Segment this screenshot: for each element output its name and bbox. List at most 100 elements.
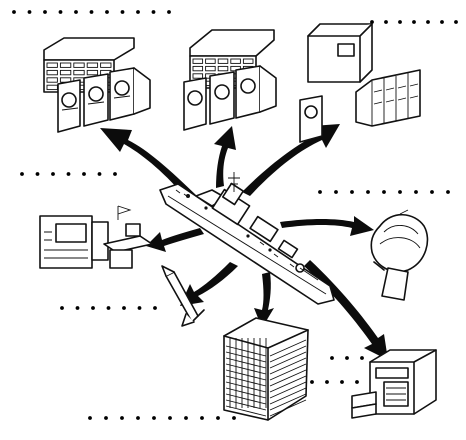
- arrow-to-card-rack: [254, 272, 274, 328]
- dot: [360, 356, 364, 360]
- arrow-to-left-consoles: [100, 128, 196, 200]
- electronics-cabinet-icon: [351, 349, 437, 419]
- dot: [318, 190, 322, 194]
- arrow-to-control-desk: [146, 228, 204, 252]
- dot: [310, 380, 314, 384]
- panel-cell: [59, 62, 72, 68]
- dot: [89, 10, 94, 14]
- dot: [345, 356, 349, 360]
- missile-icon: [161, 265, 205, 327]
- dotted-line-lower-left: [60, 306, 157, 310]
- dot: [120, 10, 125, 14]
- dot: [440, 20, 444, 24]
- dot: [216, 416, 220, 420]
- arrow-to-radar: [280, 216, 374, 236]
- dot: [334, 190, 338, 194]
- dot: [136, 10, 140, 14]
- dot: [88, 416, 92, 420]
- dot: [382, 190, 386, 194]
- dot: [414, 190, 418, 194]
- dot: [105, 10, 109, 14]
- dot: [446, 190, 450, 194]
- dotted-line-lower-right: [310, 356, 364, 384]
- dot: [12, 10, 16, 14]
- dot: [340, 380, 344, 384]
- dot: [426, 20, 430, 24]
- panel-cell: [86, 69, 99, 76]
- panel-cell: [217, 58, 229, 64]
- panel-cell: [100, 62, 112, 68]
- panel-cell: [59, 69, 72, 76]
- dot: [398, 20, 402, 24]
- rack-slot: [225, 369, 307, 387]
- dot: [454, 20, 458, 24]
- panel-cell: [73, 62, 85, 68]
- dot: [51, 172, 55, 176]
- panel-cell: [242, 58, 254, 64]
- dotted-lines: [12, 10, 458, 420]
- card-rack-icon: [223, 317, 309, 421]
- panel-cell: [205, 65, 216, 72]
- panel-cell: [192, 65, 204, 72]
- dotted-line-top-left: [12, 10, 171, 14]
- dot: [167, 10, 171, 14]
- dot: [120, 416, 124, 420]
- arrow-to-cabinet: [304, 260, 388, 360]
- dot: [66, 172, 71, 176]
- dot: [330, 356, 334, 360]
- rack-slot: [225, 357, 307, 375]
- dot: [75, 306, 80, 310]
- dotted-line-mid-right: [318, 190, 450, 194]
- dot: [232, 416, 236, 420]
- dotted-line-bottom: [88, 416, 236, 420]
- dot: [153, 306, 157, 310]
- panel-cell: [73, 69, 85, 76]
- panel-cell: [46, 69, 58, 76]
- dot: [104, 416, 108, 420]
- panel-cell: [46, 62, 58, 68]
- panel-cell: [230, 58, 241, 64]
- panel-cell: [217, 65, 229, 72]
- rack-slot: [225, 381, 307, 399]
- dot: [20, 172, 24, 176]
- dot: [27, 10, 32, 14]
- arrow-to-center-consoles: [214, 126, 236, 188]
- panel-cell: [192, 58, 204, 64]
- rack-slot: [225, 393, 307, 411]
- dot: [60, 306, 64, 310]
- dot: [384, 20, 388, 24]
- dot: [137, 306, 142, 310]
- rack-slot: [225, 345, 307, 363]
- dot: [113, 172, 117, 176]
- dot: [35, 172, 40, 176]
- dot: [74, 10, 78, 14]
- dot: [366, 190, 370, 194]
- arrow-to-shelter: [242, 124, 340, 196]
- rack-slot: [225, 375, 307, 393]
- shelter-console-icon: [299, 23, 421, 143]
- dot: [151, 10, 156, 14]
- control-desk-icon: [39, 205, 153, 269]
- dot: [398, 190, 402, 194]
- dot: [412, 20, 416, 24]
- dot: [91, 306, 95, 310]
- dot: [200, 416, 204, 420]
- console-bank-icon: [43, 37, 151, 133]
- dot: [152, 416, 156, 420]
- dot: [350, 190, 354, 194]
- rack-slot: [225, 339, 307, 357]
- dot: [97, 172, 102, 176]
- dot: [355, 380, 359, 384]
- dotted-line-mid-left: [20, 172, 117, 176]
- dot: [43, 10, 47, 14]
- dot: [168, 416, 172, 420]
- rack-slot: [225, 363, 307, 381]
- dot: [58, 10, 63, 14]
- rack-slot: [225, 387, 307, 405]
- panel-cell: [205, 58, 216, 64]
- rack-slot: [225, 351, 307, 369]
- warship-icon: [159, 172, 335, 305]
- rack-slot: [225, 399, 307, 417]
